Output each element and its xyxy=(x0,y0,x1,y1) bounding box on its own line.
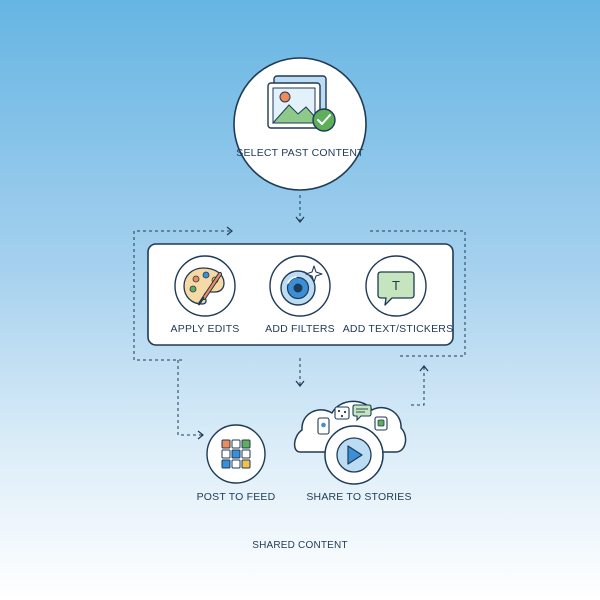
image-gallery-check-icon xyxy=(267,75,336,132)
shared-content-label: SHARED CONTENT xyxy=(252,540,348,551)
text-bubble-icon: T xyxy=(377,271,415,306)
post-to-feed-label: POST TO FEED xyxy=(196,491,276,503)
line-loop-right xyxy=(370,230,466,357)
sticker-letter: T xyxy=(392,278,400,293)
select-content-node xyxy=(233,57,367,191)
palette-brush-icon xyxy=(183,267,225,306)
arrow-loop-left xyxy=(133,226,233,361)
apply-edits-node xyxy=(174,255,236,317)
grid-feed-icon xyxy=(221,439,251,469)
arrow-to-feed xyxy=(177,360,204,440)
add-filters-node xyxy=(269,255,331,317)
post-to-feed-node xyxy=(206,424,266,484)
add-text-stickers-node: T xyxy=(365,255,427,317)
add-text-stickers-label: ADD TEXT/STICKERS xyxy=(342,323,454,335)
apply-edits-label: APPLY EDITS xyxy=(170,323,240,335)
cloud-play-icon xyxy=(293,400,407,485)
arrow-stories-up xyxy=(411,365,429,406)
add-filters-label: ADD FILTERS xyxy=(265,323,335,335)
share-to-stories-node xyxy=(293,400,407,485)
lens-sparkle-icon xyxy=(280,265,323,306)
select-past-content-label: SELECT PAST CONTENT xyxy=(236,147,364,159)
share-to-stories-label: SHARE TO STORIES xyxy=(306,491,412,503)
